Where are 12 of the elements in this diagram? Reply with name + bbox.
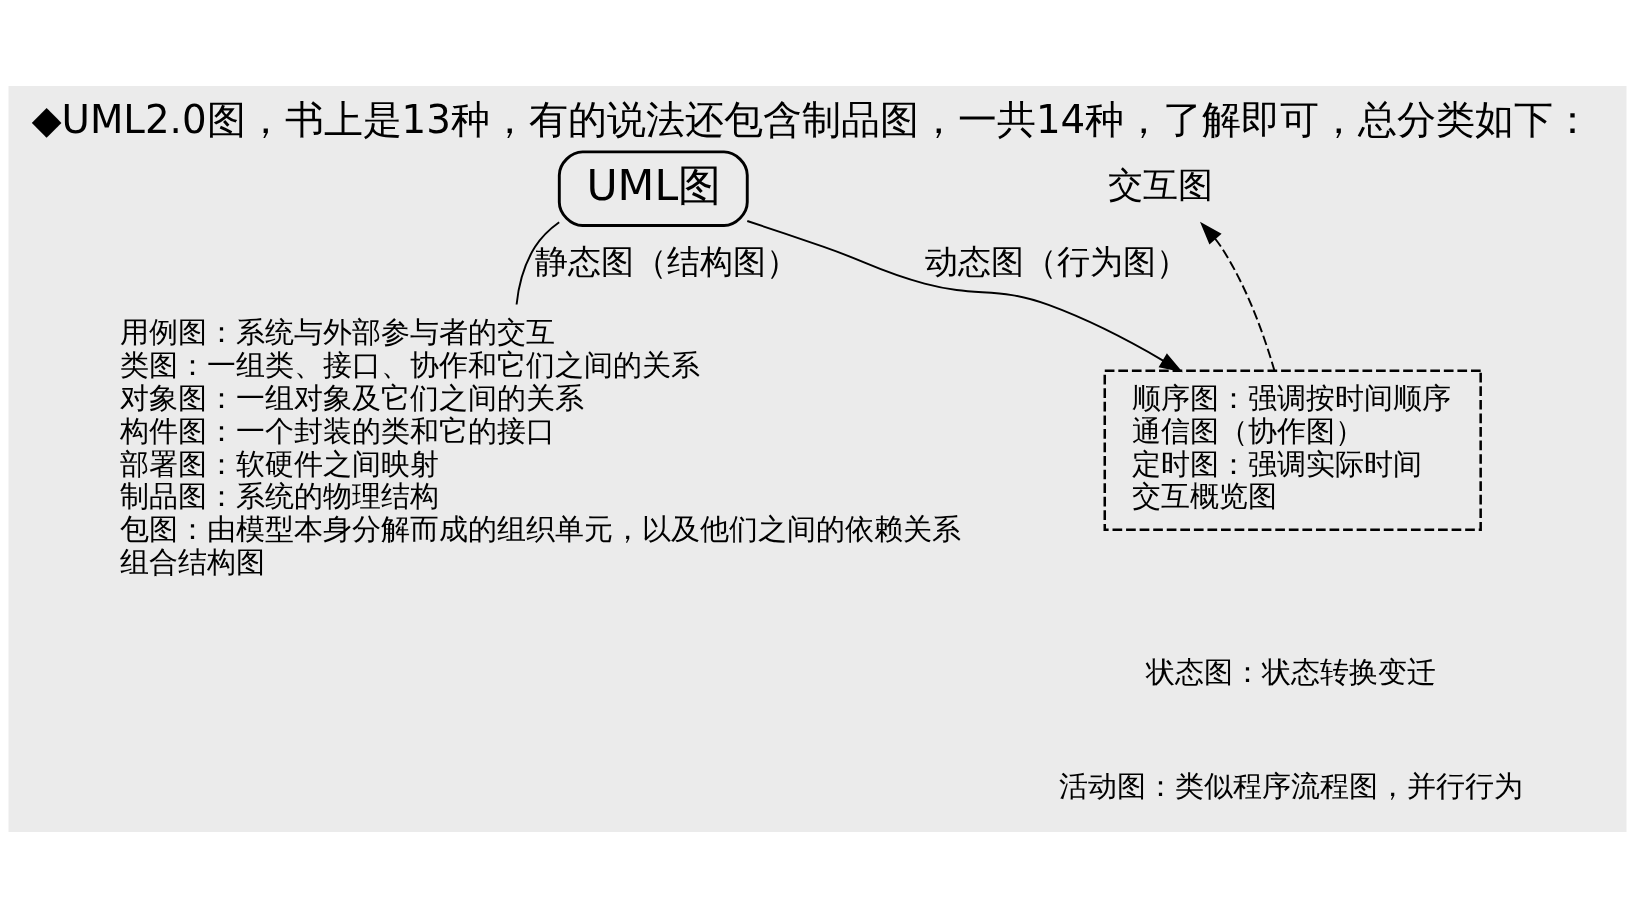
edge-label: 静态图（结构图） bbox=[535, 241, 800, 281]
node-box: 顺序图：强调按时间顺序 通信图（协作图） 定时图：强调实际时间 交互概览图 bbox=[1103, 369, 1482, 531]
arrow bbox=[1199, 221, 1276, 372]
node-text: 交互图 bbox=[1107, 164, 1213, 205]
label: 状态图：状态转换变迁 bbox=[1146, 654, 1437, 689]
node-text: 用例图：系统与外部参与者的交互 类图：一组类、接口、协作和它们之间的关系 对象图：一组对象及它们之间的关系 构件图：一个封装的类和它的接口 部署图：软硬件之间映射 制品图：系统的物理结构 包图：由模型本身分解而成的组织单元，以及他们之间的依赖关系 组合结构图 bbox=[120, 314, 962, 579]
connector bbox=[515, 220, 561, 305]
arrow bbox=[746, 219, 1183, 372]
diagram-title: ◆UML2.0图，书上是13种，有的说法还包含制品图，一共14种，了解即可，总分类如下： bbox=[31, 96, 1593, 141]
node-box: UML图 bbox=[557, 149, 749, 227]
label: 活动图：类似程序流程图，并行行为 bbox=[1059, 768, 1524, 803]
edge-label: 动态图（行为图） bbox=[924, 241, 1189, 281]
